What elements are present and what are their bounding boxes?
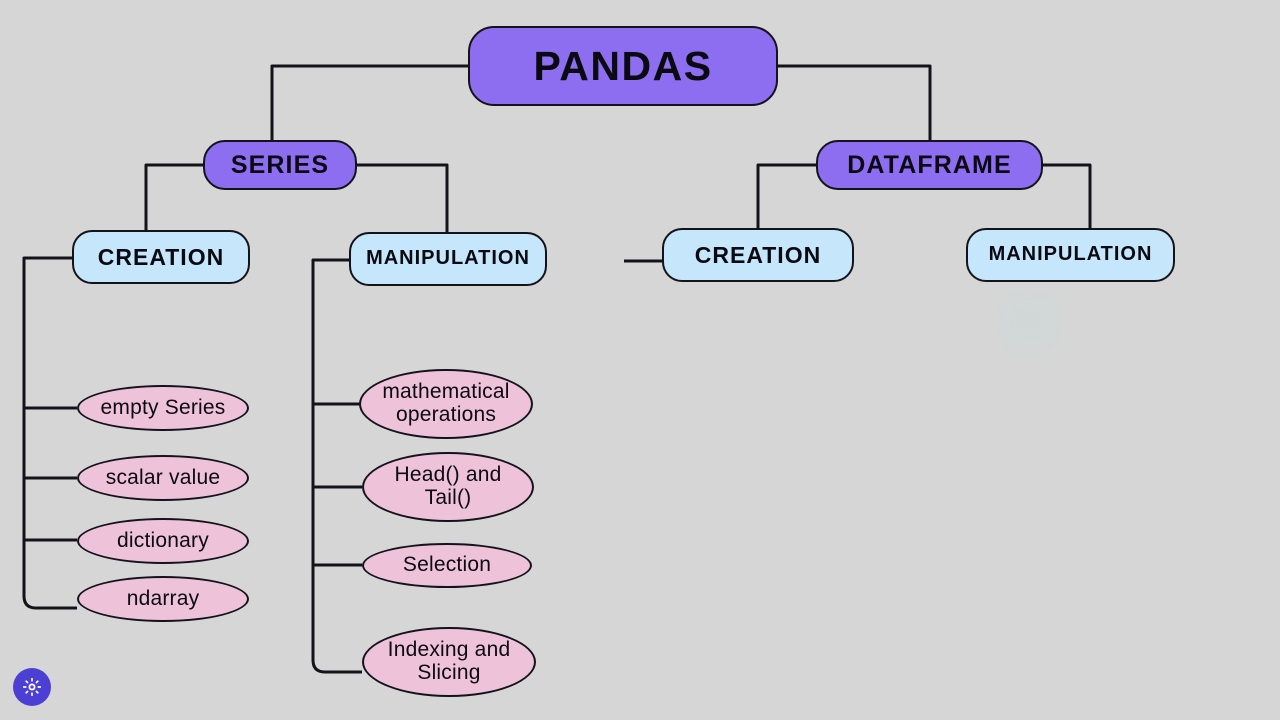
node-series-label: SERIES: [230, 150, 330, 179]
leaf-ndarray[interactable]: ndarray: [77, 576, 249, 622]
leaf-scalar-value-label: scalar value: [105, 465, 221, 489]
node-pandas-label: PANDAS: [533, 42, 713, 89]
node-series-creation-label: CREATION: [97, 243, 225, 270]
leaf-indexing-and-slicing[interactable]: Indexing and Slicing: [362, 627, 536, 697]
leaf-empty-series-label: empty Series: [100, 395, 226, 419]
gear-icon: [23, 678, 41, 696]
leaf-head-and-tail-label: Head() and Tail(): [394, 463, 502, 509]
node-series[interactable]: SERIES: [203, 140, 357, 190]
leaf-dictionary[interactable]: dictionary: [77, 518, 249, 564]
node-dataframe-creation-label: CREATION: [694, 241, 822, 268]
node-dataframe-manipulation[interactable]: MANIPULATION: [966, 228, 1175, 282]
edge-series-creation: [144, 163, 203, 230]
leaf-indexing-and-slicing-label: Indexing and Slicing: [387, 638, 511, 684]
leaf-selection[interactable]: Selection: [362, 543, 532, 588]
edge-dataframe-manipulation: [1043, 163, 1092, 228]
leaf-scalar-value[interactable]: scalar value: [77, 455, 249, 501]
node-dataframe[interactable]: DATAFRAME: [816, 140, 1043, 190]
node-dataframe-manipulation-label: MANIPULATION: [988, 243, 1153, 266]
edge-manipulation-trunk: [311, 258, 362, 674]
node-series-manipulation[interactable]: MANIPULATION: [349, 232, 547, 286]
node-dataframe-creation[interactable]: CREATION: [662, 228, 854, 282]
leaf-mathematical-operations[interactable]: mathematical operations: [359, 369, 533, 439]
leaf-ndarray-label: ndarray: [126, 586, 200, 610]
node-series-creation[interactable]: CREATION: [72, 230, 250, 284]
node-series-manipulation-label: MANIPULATION: [366, 247, 530, 270]
leaf-head-and-tail[interactable]: Head() and Tail(): [362, 452, 534, 522]
edge-series-manipulation: [357, 163, 449, 232]
edge-creation-trunk: [22, 256, 77, 610]
node-pandas[interactable]: PANDAS: [468, 26, 778, 106]
leaf-mathematical-operations-label: mathematical operations: [382, 380, 510, 426]
background-watermark: [1000, 296, 1058, 348]
leaf-selection-label: Selection: [402, 553, 492, 577]
app-badge[interactable]: [13, 668, 51, 706]
node-dataframe-label: DATAFRAME: [847, 150, 1012, 179]
edge-dataframe-creation: [756, 163, 816, 228]
leaf-dictionary-label: dictionary: [117, 528, 209, 552]
leaf-empty-series[interactable]: empty Series: [77, 385, 249, 431]
